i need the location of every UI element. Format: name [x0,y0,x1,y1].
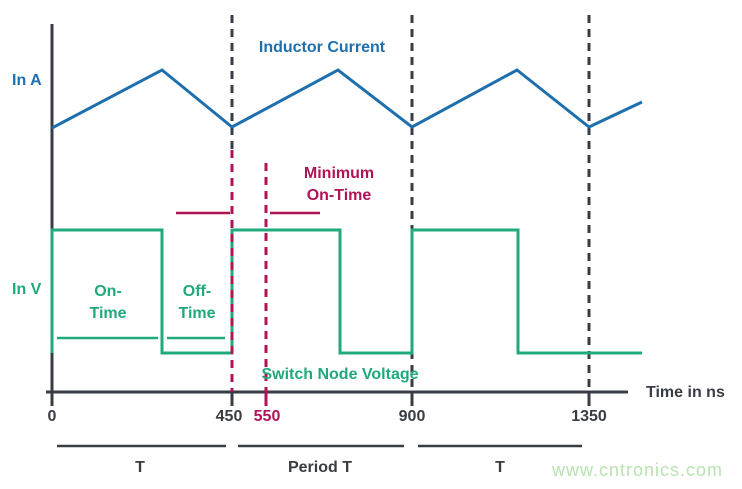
y-axis-label-voltage: In V [12,281,42,298]
minimum-on-time-line1: Minimum [303,165,375,182]
bracket-t-right-label: T [495,459,505,476]
on-time-line2: Time [89,305,127,322]
x-axis-ticks [50,392,591,406]
on-time-line1: On- [94,283,122,300]
y-axis-label-current: In A [12,72,42,89]
off-time-label: Off- Time [157,281,237,325]
bracket-period-label: Period T [287,459,352,476]
x-axis-label: Time in ns [646,384,725,401]
minimum-on-time-label: Minimum On-Time [286,163,392,207]
off-time-line2: Time [178,305,216,322]
off-time-line1: Off- [182,283,212,300]
switch-node-voltage-label: Switch Node Voltage [261,366,419,383]
minimum-on-time-line2: On-Time [306,187,372,204]
inductor-current-label: Inductor Current [258,39,386,56]
switch-node-voltage-waveform [50,228,642,355]
tick-label-900: 900 [398,408,426,425]
tick-label-1350: 1350 [571,408,607,425]
tick-label-450: 450 [215,408,243,425]
bracket-t-left-label: T [135,459,145,476]
inductor-current-waveform [51,68,643,130]
tick-label-0: 0 [47,408,57,425]
on-time-label: On- Time [68,281,148,325]
watermark-text: www.cntronics.com [552,460,724,480]
tick-label-550: 550 [253,408,281,425]
